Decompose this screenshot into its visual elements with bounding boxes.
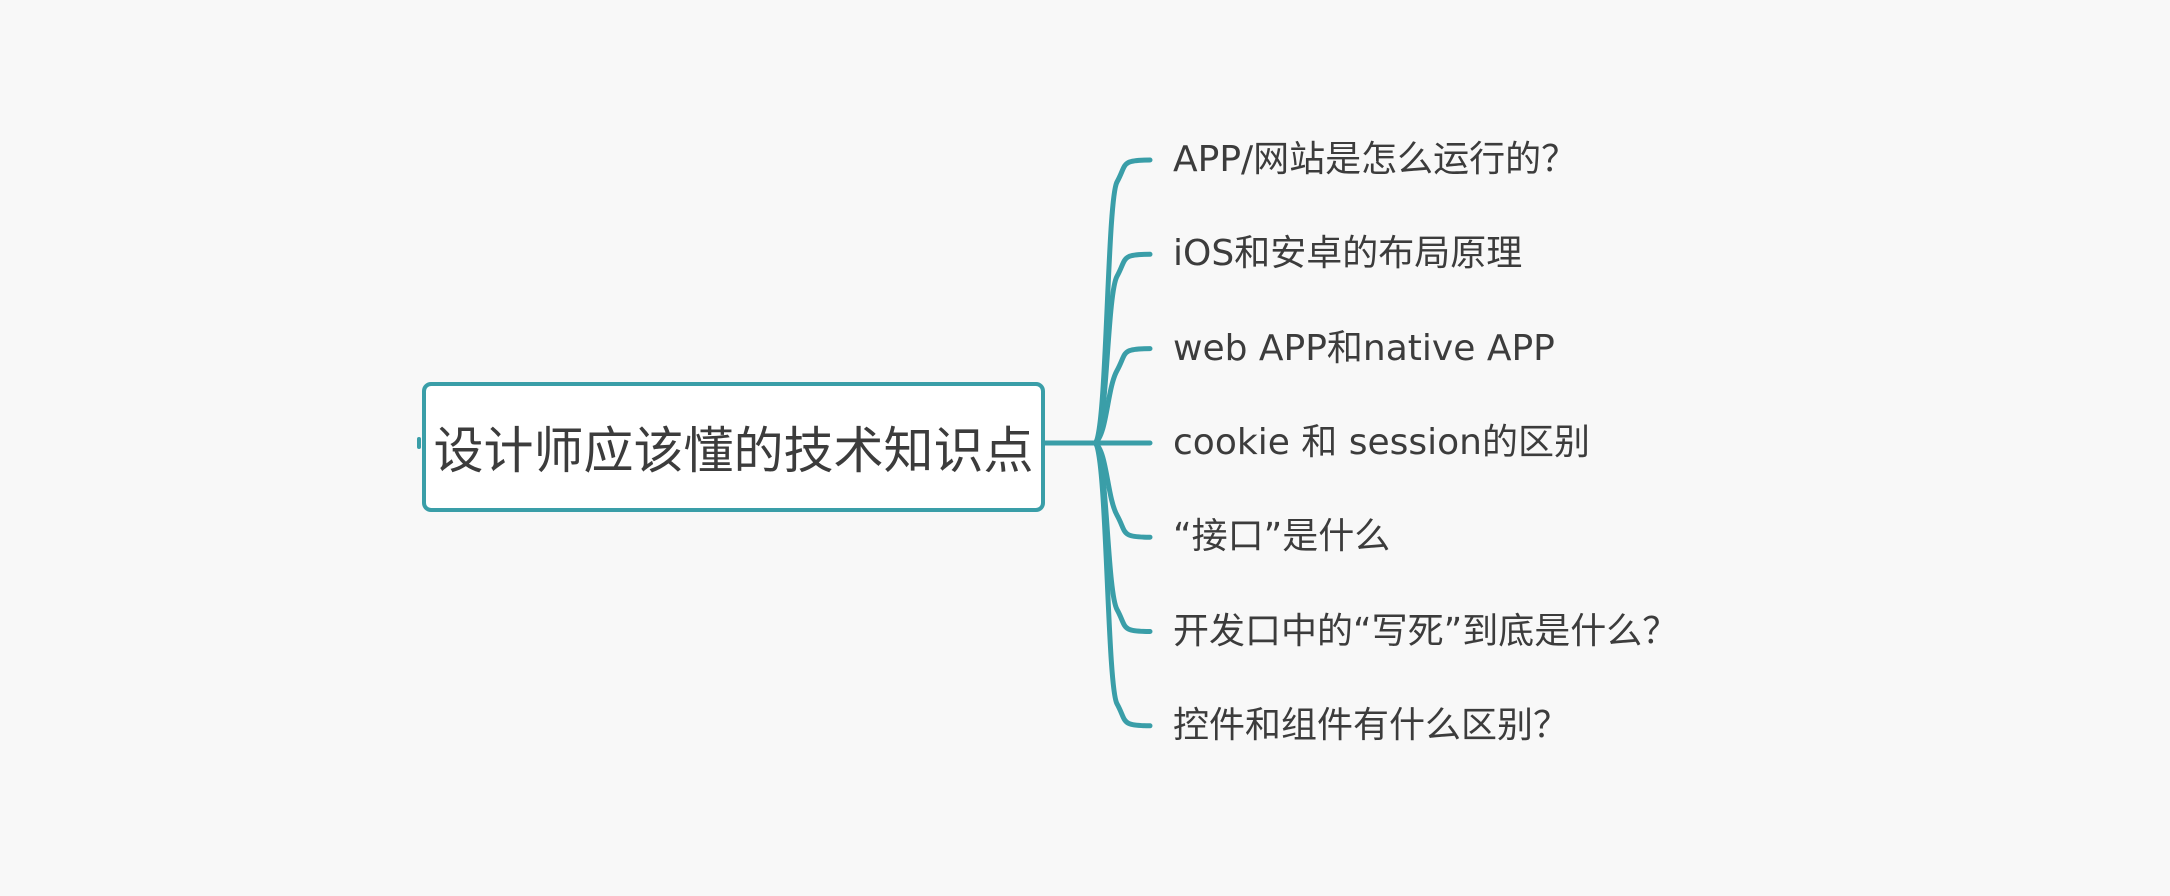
- branch-connector: [1092, 440, 1153, 729]
- branch-topic[interactable]: cookie 和 session的区别: [1173, 421, 1590, 463]
- branch-topic[interactable]: 开发口中的“写死”到底是什么？: [1173, 610, 1679, 652]
- branch-topic[interactable]: 控件和组件有什么区别？: [1173, 704, 1570, 746]
- branch-topic[interactable]: APP/网站是怎么运行的？: [1173, 139, 1578, 180]
- branch-topic[interactable]: “接口”是什么: [1173, 516, 1391, 558]
- branch-topic[interactable]: iOS和安卓的布局原理: [1173, 233, 1523, 275]
- root-collapse-handle[interactable]: [417, 437, 421, 449]
- root-topic[interactable]: 设计师应该懂的技术知识点: [422, 382, 1045, 512]
- branch-topic[interactable]: web APP和native APP: [1173, 327, 1555, 369]
- root-topic-label: 设计师应该懂的技术知识点: [433, 422, 1034, 480]
- branch-connector: [1092, 346, 1153, 446]
- branch-connector: [1092, 251, 1153, 446]
